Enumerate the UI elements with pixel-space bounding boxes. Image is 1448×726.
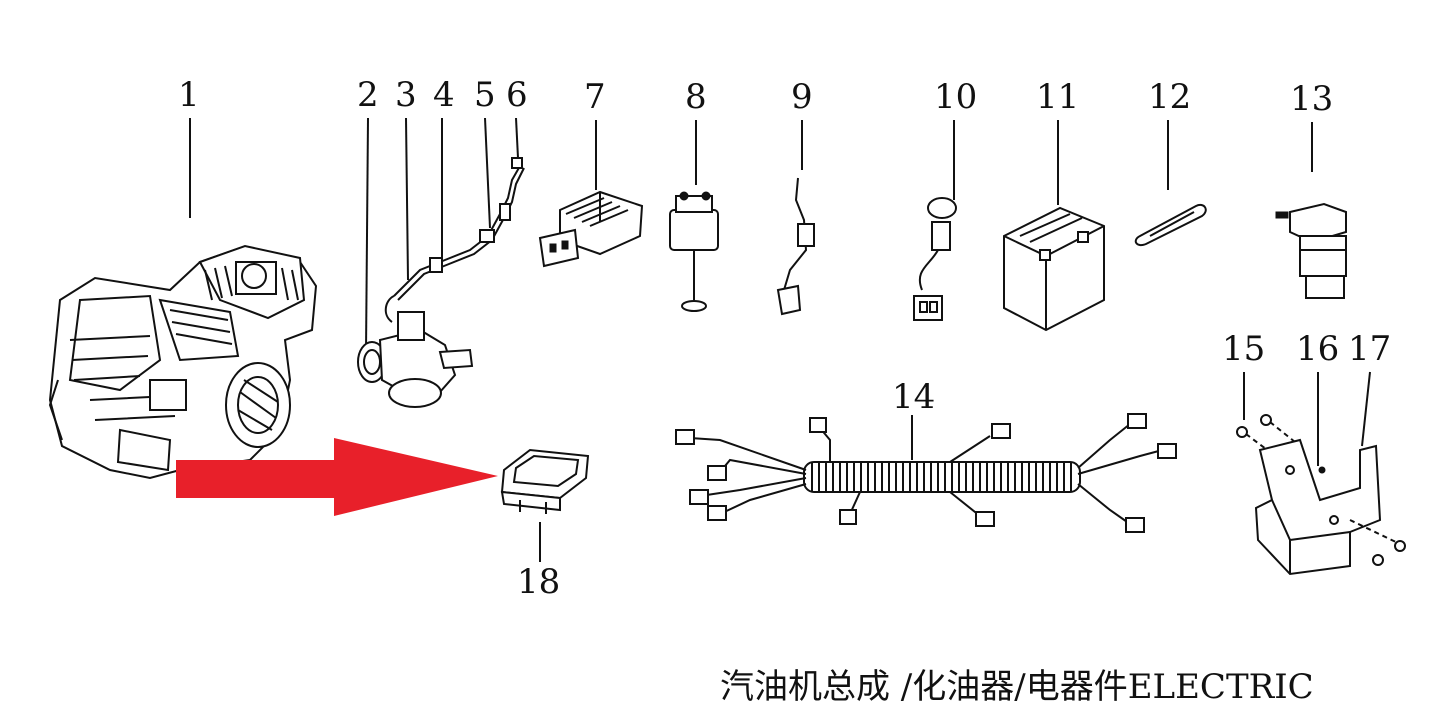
label-4: 4	[433, 75, 455, 115]
label-3: 3	[395, 75, 417, 115]
display-unit	[500, 448, 590, 514]
label-18: 18	[517, 562, 560, 602]
ignition-coil	[776, 177, 815, 316]
battery	[1003, 206, 1105, 332]
label-14: 14	[892, 377, 935, 417]
label-7: 7	[584, 77, 606, 117]
label-17: 17	[1348, 329, 1391, 369]
label-10: 10	[934, 77, 977, 117]
part-labels: 1 2 3 4 5 6 7 8 9 10 11 12 13 14 15 16 1…	[178, 75, 1391, 602]
label-12: 12	[1148, 77, 1191, 117]
label-9: 9	[791, 77, 813, 117]
label-6: 6	[506, 75, 528, 115]
regulator-rectifier	[538, 190, 644, 268]
label-11: 11	[1036, 77, 1079, 117]
fuel-line-assembly	[393, 157, 525, 301]
ignition-switch	[913, 197, 957, 321]
label-13: 13	[1290, 79, 1333, 119]
mount-bracket	[1236, 414, 1406, 576]
carburetor	[357, 295, 474, 408]
battery-strap	[1134, 204, 1207, 246]
label-16: 16	[1296, 329, 1339, 369]
label-5: 5	[474, 75, 496, 115]
engine-assembly	[48, 244, 318, 480]
wiring-harness	[675, 413, 1177, 533]
diagram-caption: 汽油机总成 /化油器/电器件ELECTRIC	[720, 667, 1314, 707]
leader-lines	[189, 117, 1371, 562]
flasher-relay	[1275, 202, 1347, 299]
label-2: 2	[357, 75, 379, 115]
label-15: 15	[1222, 329, 1265, 369]
starter-relay	[669, 191, 719, 312]
label-1: 1	[178, 75, 200, 115]
red-arrow	[176, 438, 498, 516]
label-8: 8	[685, 77, 707, 117]
